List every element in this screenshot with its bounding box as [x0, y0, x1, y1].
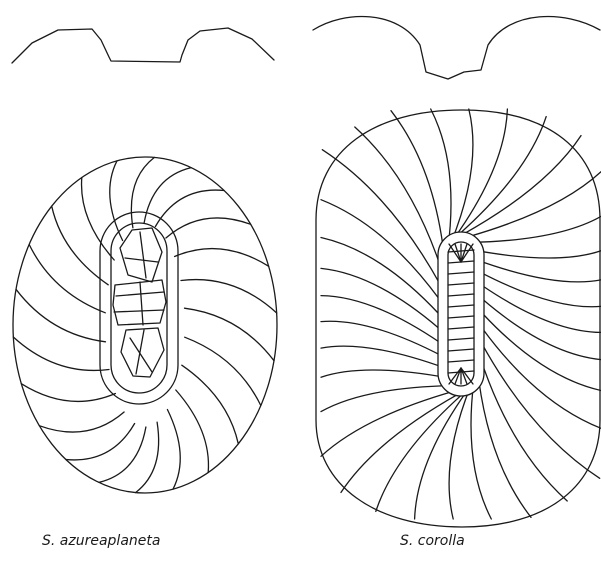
left-spoke [110, 161, 123, 241]
right-spoke [321, 346, 445, 368]
right-spoke [455, 109, 507, 237]
left-spokes [13, 157, 276, 492]
specimen-left [12, 28, 277, 493]
right-spoke [321, 296, 441, 343]
left-spoke [175, 249, 269, 267]
caption-left: S. azureaplaneta [42, 533, 160, 549]
right-profile-outline [313, 16, 600, 79]
left-profile-outline [12, 28, 274, 63]
left-spoke [155, 190, 224, 226]
right-spoke [391, 111, 445, 260]
left-spoke [39, 412, 124, 432]
right-spoke [321, 391, 455, 456]
right-spoke [477, 368, 531, 517]
right-spoke [451, 109, 473, 242]
left-aperture-outer [100, 212, 178, 404]
left-spoke [166, 218, 251, 238]
right-spoke [483, 329, 601, 429]
right-spoke [355, 127, 443, 272]
right-spoke [467, 172, 601, 237]
crystal-facet [114, 310, 164, 312]
right-spoke [480, 272, 601, 307]
right-spoke [463, 136, 581, 235]
specimen-right [313, 16, 601, 527]
left-spoke [13, 337, 109, 370]
crystal [113, 280, 166, 325]
crystal-facet [140, 282, 143, 325]
left-spoke [131, 157, 154, 227]
left-spoke [16, 289, 106, 342]
right-spoke [321, 200, 439, 300]
right-spoke [480, 356, 568, 501]
right-spoke [477, 260, 601, 282]
left-spoke [167, 410, 180, 490]
left-spoke [21, 384, 115, 402]
left-crystals [113, 228, 166, 377]
left-spoke [136, 422, 159, 492]
left-spoke [29, 245, 105, 313]
left-spoke [99, 427, 146, 482]
right-spoke [449, 386, 471, 519]
right-spoke [341, 394, 459, 493]
right-spoke [474, 250, 601, 258]
left-spoke [185, 337, 261, 405]
left-spoke [185, 308, 275, 361]
caption-right: S. corolla [400, 533, 465, 549]
crystal-facet [116, 292, 164, 296]
crystal-facet [136, 330, 144, 374]
right-spoke [321, 370, 448, 378]
right-spoke [482, 285, 601, 332]
right-spoke [321, 321, 442, 356]
left-spoke [181, 280, 277, 313]
left-spoke [182, 365, 239, 444]
right-spoke [415, 391, 467, 519]
left-spoke [144, 168, 191, 223]
crystal-facet [125, 258, 158, 262]
crystal-facet [140, 232, 146, 278]
left-spoke [66, 424, 135, 460]
left-aperture-inner [111, 223, 167, 393]
